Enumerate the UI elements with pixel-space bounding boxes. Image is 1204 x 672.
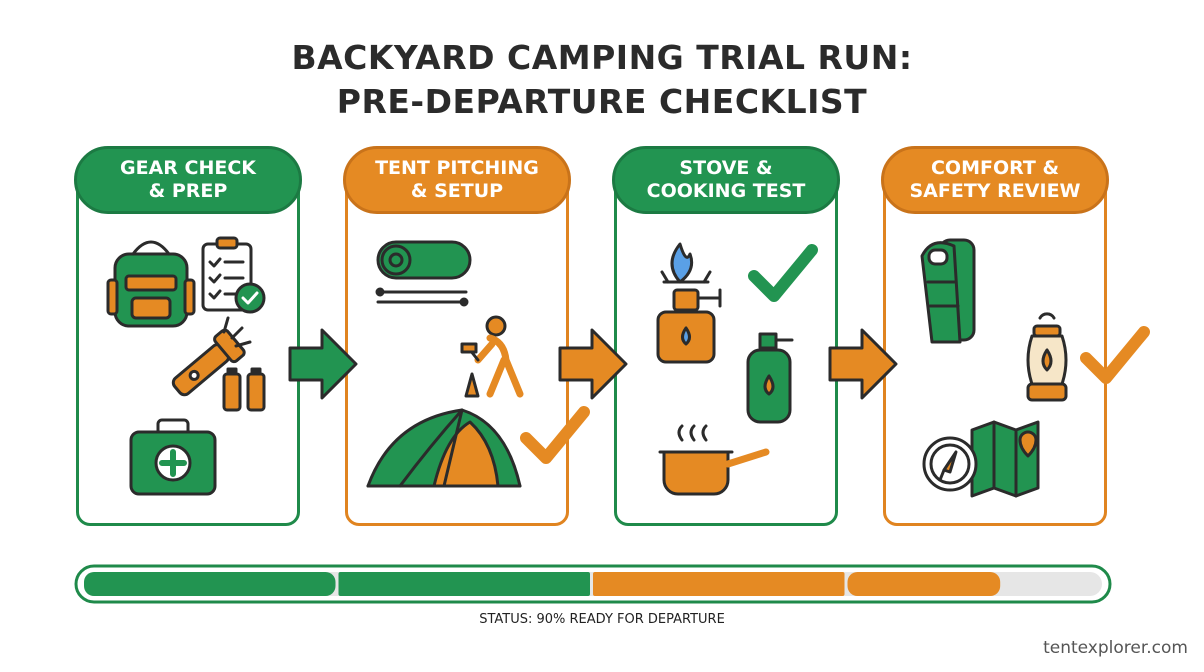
tent-poles-icon: [375, 287, 469, 307]
sleeping-pad-icon: [376, 240, 472, 280]
flashlight-icon: [171, 316, 252, 397]
camp-stove-icon: [656, 242, 722, 364]
first-aid-kit-icon: [129, 418, 217, 496]
map-icon: [970, 420, 1040, 498]
stage-title-tent: TENT PITCHING & SETUP: [343, 146, 571, 214]
tent-icon: [366, 408, 522, 488]
sleeping-bag-icon: [920, 238, 976, 344]
checkmark-icon: [520, 406, 590, 464]
checkmark-icon: [748, 244, 818, 302]
batteries-icon: [222, 367, 266, 412]
person-hammering-icon: [460, 315, 524, 398]
compass-icon: [922, 436, 978, 492]
lantern-icon: [1026, 312, 1068, 402]
status-text: STATUS: 90% READY FOR DEPARTURE: [479, 612, 725, 627]
checkmark-icon: [1080, 326, 1150, 384]
arrow-right-icon: [558, 328, 628, 400]
stage-title-gear: GEAR CHECK & PREP: [74, 146, 302, 214]
title-line-2: PRE-DEPARTURE CHECKLIST: [336, 82, 868, 121]
progress-segment: [847, 572, 1001, 596]
progress-segment: [338, 572, 590, 596]
backpack-icon: [106, 240, 196, 328]
cooking-pot-icon: [658, 424, 770, 496]
progress-segment: [593, 572, 845, 596]
stage-title-stove: STOVE & COOKING TEST: [612, 146, 840, 214]
arrow-right-icon: [288, 328, 358, 400]
clipboard-icon: [201, 236, 266, 314]
progress-segment: [84, 572, 336, 596]
arrow-right-icon: [828, 328, 898, 400]
brand-watermark: tentexplorer.com: [1043, 638, 1188, 658]
stage-title-comfort: COMFORT & SAFETY REVIEW: [881, 146, 1109, 214]
progress-bar: [74, 564, 1112, 604]
title-line-1: BACKYARD CAMPING TRIAL RUN:: [291, 38, 913, 77]
fuel-canister-icon: [746, 332, 794, 424]
